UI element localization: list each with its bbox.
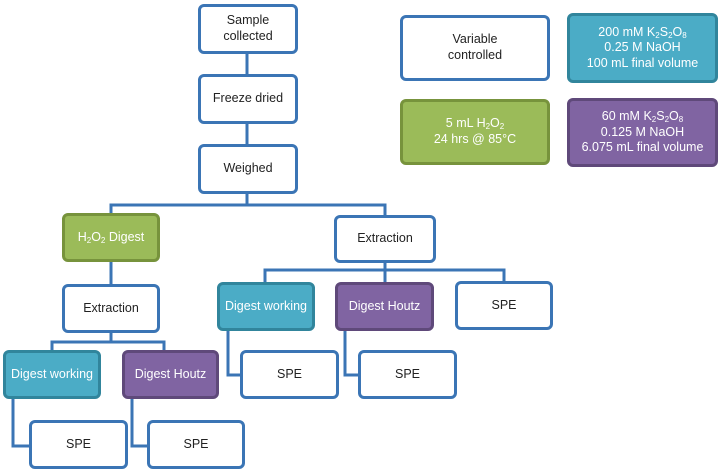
- legend-houtz-line1: 60 mM K2S2O8: [601, 109, 684, 125]
- legend-houtz-line3: 6.075 mL final volume: [581, 140, 704, 155]
- node-extraction-left: Extraction: [62, 284, 160, 333]
- connector-extraction-to-spe-right: [385, 268, 506, 281]
- node-digest-working-left-label: Digest working: [11, 366, 93, 381]
- node-spe-right-2-label: SPE: [394, 366, 420, 381]
- node-spe-left-1-label: SPE: [65, 436, 91, 451]
- node-spe-right-direct: SPE: [455, 281, 553, 330]
- connector-weighed-to-h2o2: [109, 194, 249, 213]
- legend-h2o2-text: 5 mL H2O2 24 hrs @ 85°C: [434, 116, 516, 147]
- connector-houtz-right-to-spe: [343, 330, 360, 377]
- node-sample-collected-label: Sample collected: [223, 13, 273, 43]
- connector-weighed-to-extraction-right: [247, 203, 387, 216]
- connector-working-left-to-spe: [11, 398, 30, 448]
- node-weighed-label: Weighed: [223, 161, 273, 176]
- legend-variable-text: Variable controlled: [448, 32, 502, 63]
- node-spe-right-1: SPE: [240, 350, 339, 399]
- legend-h2o2-line2: 24 hrs @ 85°C: [433, 132, 517, 146]
- node-spe-right-direct-label: SPE: [491, 297, 517, 312]
- node-h2o2-digest-label: H2O2 Digest: [77, 229, 145, 245]
- node-digest-houtz-right-label: Digest Houtz: [348, 298, 421, 313]
- node-freeze-dried: Freeze dried: [198, 74, 298, 124]
- connector-extraction-to-working-left: [50, 333, 113, 350]
- legend-variable-controlled: Variable controlled: [400, 15, 550, 81]
- legend-working-line3: 100 mL final volume: [586, 55, 699, 70]
- connector-working-right-to-spe: [226, 330, 242, 377]
- node-spe-left-2-label: SPE: [183, 436, 209, 451]
- node-digest-working-right-label: Digest working: [225, 298, 307, 313]
- node-digest-houtz-left: Digest Houtz: [122, 350, 219, 399]
- node-extraction-right: Extraction: [334, 215, 436, 263]
- legend-h2o2-line1: 5 mL H2O2: [445, 116, 505, 132]
- node-digest-houtz-right: Digest Houtz: [335, 282, 434, 331]
- node-spe-left-2: SPE: [147, 420, 245, 469]
- legend-working-line1: 200 mM K2S2O8: [598, 24, 687, 40]
- node-sample-collected: Sample collected: [198, 4, 298, 54]
- node-extraction-left-label: Extraction: [83, 300, 139, 315]
- node-weighed: Weighed: [198, 144, 298, 194]
- node-freeze-dried-label: Freeze dried: [212, 91, 284, 106]
- connector-extraction-to-houtz-left: [111, 340, 166, 350]
- legend-working-line2: 0.25 M NaOH: [604, 40, 681, 55]
- node-spe-right-2: SPE: [358, 350, 457, 399]
- legend-houtz-text: 60 mM K2S2O8 0.125 M NaOH 6.075 mL final…: [582, 109, 704, 156]
- node-spe-left-1: SPE: [29, 420, 128, 469]
- legend-variable-line2: controlled: [447, 48, 503, 62]
- legend-houtz-conditions: 60 mM K2S2O8 0.125 M NaOH 6.075 mL final…: [567, 98, 718, 167]
- node-digest-working-right: Digest working: [217, 282, 315, 331]
- legend-variable-line1: Variable: [452, 32, 498, 47]
- node-h2o2-digest: H2O2 Digest: [62, 213, 160, 262]
- legend-h2o2-conditions: 5 mL H2O2 24 hrs @ 85°C: [400, 99, 550, 165]
- node-digest-houtz-left-label: Digest Houtz: [134, 366, 207, 381]
- legend-houtz-line2: 0.125 M NaOH: [600, 124, 685, 139]
- node-extraction-right-label: Extraction: [357, 231, 413, 246]
- connector-houtz-left-to-spe: [130, 398, 148, 448]
- legend-working-conditions: 200 mM K2S2O8 0.25 M NaOH 100 mL final v…: [567, 13, 718, 83]
- node-spe-right-1-label: SPE: [276, 366, 302, 381]
- node-digest-working-left: Digest working: [3, 350, 101, 399]
- connector-extraction-to-working-right: [263, 262, 387, 283]
- legend-working-text: 200 mM K2S2O8 0.25 M NaOH 100 mL final v…: [587, 25, 698, 72]
